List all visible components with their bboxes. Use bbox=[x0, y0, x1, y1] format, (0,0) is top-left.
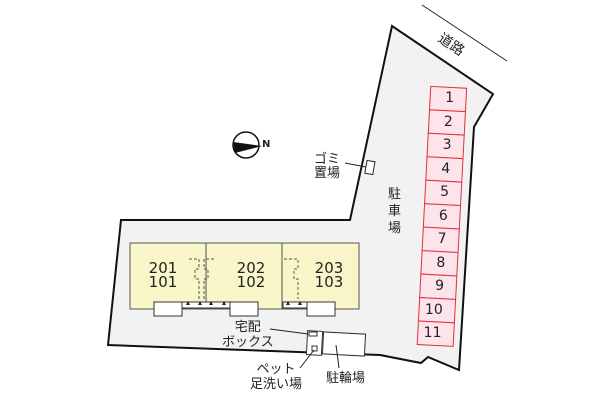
parking-stall-number: 11 bbox=[423, 325, 442, 341]
parking-stall bbox=[416, 320, 455, 347]
parking-stall-number: 8 bbox=[436, 254, 446, 271]
parking-stall-number: 10 bbox=[424, 301, 443, 318]
compass-north-label: N bbox=[262, 139, 271, 150]
parking-stall-number: 6 bbox=[438, 207, 448, 224]
delivery-box bbox=[308, 331, 318, 337]
balconies bbox=[153, 301, 336, 317]
leader-line bbox=[299, 349, 315, 369]
parking-stall-number: 5 bbox=[440, 184, 449, 200]
parking-stall-number: 4 bbox=[441, 160, 451, 177]
parking-stall-number: 2 bbox=[443, 113, 453, 130]
pet-wash bbox=[311, 345, 318, 352]
road-line bbox=[421, 4, 508, 62]
parking-stall-number: 9 bbox=[435, 278, 444, 294]
stairs bbox=[189, 258, 299, 299]
bicycle-parking bbox=[321, 331, 367, 357]
parking-stalls bbox=[416, 85, 468, 347]
leader-line bbox=[344, 162, 367, 168]
parking-label: 駐車場 bbox=[388, 187, 402, 236]
leader-line bbox=[335, 344, 340, 369]
pet-wash-label: ペット足洗い場 bbox=[249, 362, 302, 392]
leader-line bbox=[269, 328, 309, 335]
garbage-area-box bbox=[364, 159, 376, 176]
delivery-box-area bbox=[305, 330, 324, 356]
garbage-area-label: ゴミ置場 bbox=[314, 152, 341, 181]
compass-icon bbox=[232, 131, 262, 159]
building bbox=[129, 242, 360, 310]
parking-stall-number: 3 bbox=[442, 137, 452, 153]
parking-stall-number: 7 bbox=[437, 231, 447, 247]
delivery-box-label: 宅配ボックス bbox=[222, 320, 274, 350]
entrance-markers bbox=[186, 301, 302, 305]
parking-stall-number: 1 bbox=[445, 90, 454, 106]
bicycle-parking-label: 駐輪場 bbox=[326, 371, 366, 386]
